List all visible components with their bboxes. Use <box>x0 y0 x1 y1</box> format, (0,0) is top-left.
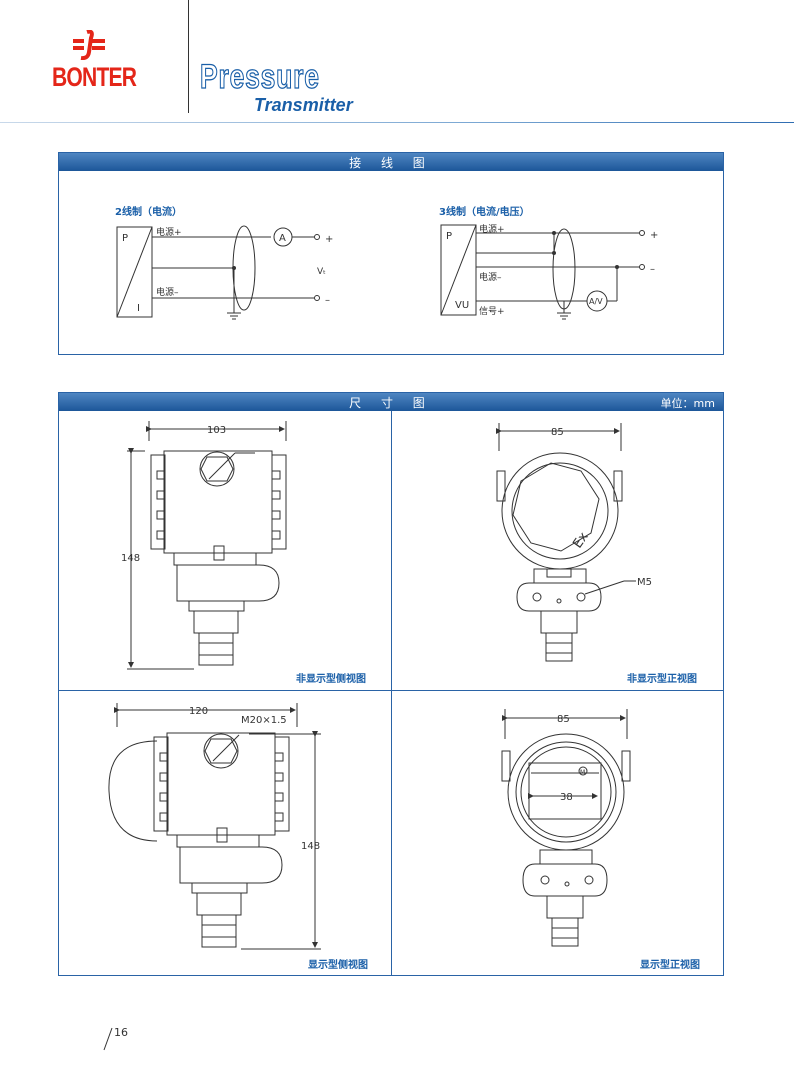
view3-caption: 显示型侧视图 <box>308 960 368 971</box>
header-rule <box>0 122 794 123</box>
view4-m-mark: M <box>580 769 585 776</box>
view2-cover <box>501 452 619 570</box>
brand-name: BONTER <box>52 62 137 92</box>
ammeter-label: A <box>279 233 286 244</box>
three-wire-title: 3线制（电流/电压） <box>439 205 530 218</box>
page-slash-icon <box>103 1027 113 1051</box>
two-wire-supply-minus: 电源– <box>156 286 179 298</box>
grid-vline <box>391 411 392 975</box>
view2-ex-mark: Ex <box>570 529 592 551</box>
unit-label: 单位：mm <box>660 397 715 410</box>
three-wire-box <box>440 224 477 316</box>
view4-caption: 显示型正视图 <box>640 960 700 971</box>
product-title: Pressure <box>199 57 320 96</box>
two-wire-plus: + <box>325 234 333 245</box>
view1-height-label: 148 <box>121 553 140 564</box>
three-wire-signal-plus: 信号+ <box>479 305 505 317</box>
av-meter-label: A/V <box>589 297 603 306</box>
two-wire-box <box>116 226 153 318</box>
two-wire-p-label: P <box>122 233 128 244</box>
view3-height-label: 148 <box>301 841 320 852</box>
product-subtitle: Transmitter <box>254 95 353 115</box>
view1-caption: 非显示型侧视图 <box>296 674 366 685</box>
view3-width-label: 120 <box>189 706 208 717</box>
two-wire-i-label: I <box>137 303 140 314</box>
two-wire-minus: – <box>325 295 330 306</box>
bonter-logo-icon <box>73 29 105 61</box>
view4-display-label: 38 <box>560 792 573 803</box>
two-wire-title: 2线制（电流） <box>115 205 182 218</box>
header-divider <box>188 0 189 113</box>
dimensions-title: 尺 寸 图 <box>349 396 433 410</box>
view2-width-label: 85 <box>551 427 564 438</box>
wiring-title: 接 线 图 <box>349 156 433 170</box>
wiring-diagrams: 2线制（电流） P I 电源+ 电源– A Vₜ + – 3线制（电流/电压） … <box>115 205 658 320</box>
three-wire-p-label: P <box>446 231 452 242</box>
dimensions-panel: 尺 寸 图 单位：mm <box>58 392 724 976</box>
view2-caption: 非显示型正视图 <box>627 674 697 685</box>
three-wire-supply-minus: 电源– <box>479 271 502 283</box>
two-wire-supply-plus: 电源+ <box>156 226 182 238</box>
wiring-panel: 接 线 图 <box>58 152 724 355</box>
three-wire-vu-label: VU <box>455 300 469 311</box>
view2-thread-label: M5 <box>637 577 652 588</box>
view4-width-label: 85 <box>557 714 570 725</box>
view3-thread-label: M20×1.5 <box>241 715 287 726</box>
view3-display-cover <box>108 740 158 842</box>
view4-lcd-window <box>528 762 602 820</box>
three-wire-plus: + <box>650 230 658 241</box>
three-wire-minus: – <box>650 264 655 275</box>
page-number: 16 <box>114 1026 128 1039</box>
view1-housing <box>163 450 273 554</box>
dimension-drawings: 103 148 85 Ex M5 120 M20×1.5 148 85 38 M <box>108 421 652 950</box>
view1-width-label: 103 <box>207 425 226 436</box>
dimensions-title-bar: 尺 寸 图 单位：mm <box>59 393 723 411</box>
three-wire-supply-plus: 电源+ <box>479 223 505 235</box>
grid-hline <box>59 690 723 691</box>
voltage-label: Vₜ <box>317 267 326 277</box>
brand-logo <box>70 29 108 61</box>
wiring-title-bar: 接 线 图 <box>59 153 723 171</box>
